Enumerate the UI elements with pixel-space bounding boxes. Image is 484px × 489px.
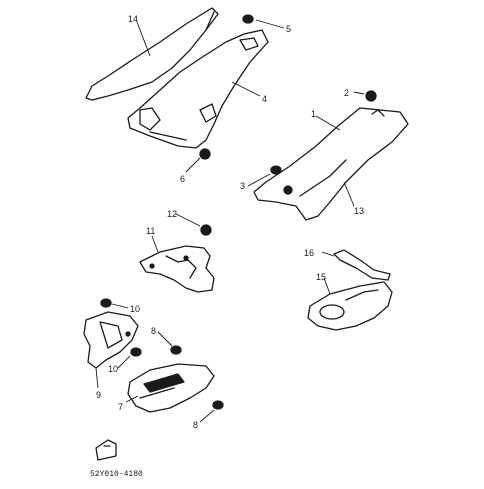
- callout-labels: 14 5 4 6 2 1 3 13 12 11 16 15 10 8 10 9 …: [96, 14, 364, 430]
- part-bracket: [139, 245, 215, 293]
- callout-2: 2: [344, 88, 349, 98]
- drawing-code: 52Y010-4180: [90, 470, 143, 479]
- part-bracket-plate: [83, 311, 139, 369]
- callout-9: 9: [96, 390, 101, 400]
- part-grommet-5: [242, 14, 254, 24]
- callout-4: 4: [262, 94, 267, 104]
- callout-10: 10: [130, 304, 140, 314]
- callout-5: 5: [286, 24, 291, 34]
- part-band: [333, 249, 391, 281]
- part-tool-bag: [307, 281, 393, 331]
- leader-lines: [95, 19, 365, 423]
- callout-8: 8: [151, 326, 156, 336]
- callout-13: 13: [354, 206, 364, 216]
- callout-14: 14: [128, 14, 138, 24]
- callout-15: 15: [316, 272, 326, 282]
- part-collar-2: [365, 90, 377, 102]
- part-emblem: [127, 363, 215, 413]
- callout-16: 16: [304, 248, 314, 258]
- callout-8b: 8: [193, 420, 198, 430]
- callout-3: 3: [240, 181, 245, 191]
- callout-10b: 10: [108, 364, 118, 374]
- part-side-cover-left: [127, 29, 269, 149]
- callout-11: 11: [146, 226, 155, 236]
- callout-7: 7: [118, 402, 123, 412]
- part-seat: [85, 7, 219, 101]
- callout-1: 1: [311, 109, 316, 119]
- part-grommet-3: [270, 165, 282, 175]
- callout-6: 6: [180, 174, 185, 184]
- part-side-cover-right: [253, 107, 409, 221]
- part-collar-8: [170, 345, 224, 410]
- part-bolt-12: [200, 224, 212, 236]
- part-tag: [95, 439, 117, 461]
- part-grommet-6: [199, 148, 211, 160]
- callout-12: 12: [167, 209, 177, 219]
- part-grommet-10: [100, 298, 142, 357]
